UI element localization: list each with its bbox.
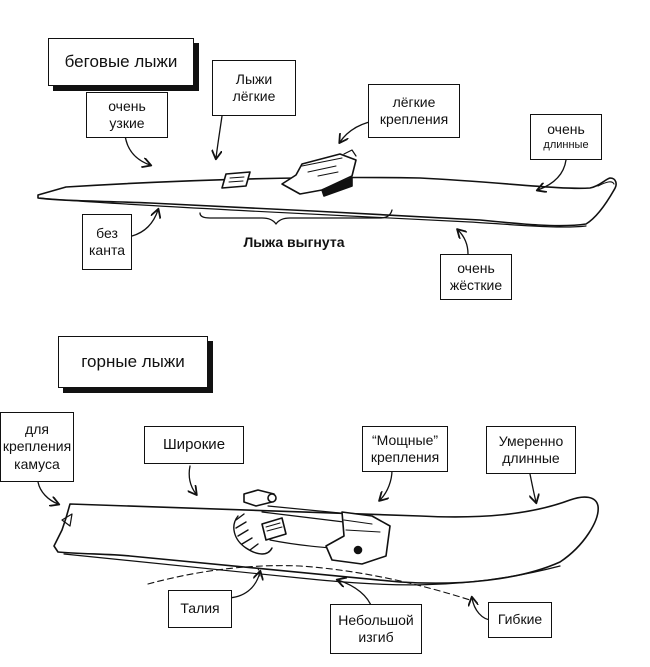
cross-country-ski xyxy=(37,176,617,228)
label-very-stiff-line2: жёсткие xyxy=(449,277,503,293)
arrow-moderate xyxy=(530,473,536,502)
label-flexible: Гибкие xyxy=(488,602,552,638)
label-waist: Талия xyxy=(168,590,232,628)
label-skin-attachment: для крепления камуса xyxy=(0,412,74,482)
label-moderately-long-line2: длинные xyxy=(502,450,560,466)
cross-country-binding xyxy=(281,149,357,197)
title-alpine: горные лыжи xyxy=(58,336,208,388)
arrow-light xyxy=(216,115,223,158)
label-very-narrow-line2: узкие xyxy=(109,115,145,131)
label-very-stiff-line1: очень xyxy=(457,259,495,276)
label-very-stiff: очень жёсткие xyxy=(440,254,512,300)
label-very-long-line2: длинные xyxy=(543,138,589,151)
label-small-bend-line2: изгиб xyxy=(358,629,394,645)
label-wide: Широкие xyxy=(144,426,244,464)
label-very-narrow: очень узкие xyxy=(86,92,168,138)
label-skin-attachment-line1: для xyxy=(25,420,49,437)
label-power-bindings-line1: “Мощные” xyxy=(371,431,439,448)
touring-ski xyxy=(53,496,599,586)
arrow-narrow xyxy=(124,134,150,165)
label-no-edge: без канта xyxy=(82,214,132,270)
arrow-stiff xyxy=(458,230,469,255)
label-no-edge-line2: канта xyxy=(89,242,125,258)
label-skin-attachment-line2: крепления xyxy=(2,438,72,455)
label-very-long: очень длинные xyxy=(530,114,602,160)
label-light-skis-line2: лёгкие xyxy=(232,88,276,104)
arrow-wide xyxy=(189,465,196,494)
label-light-bindings-line1: лёгкие xyxy=(392,93,436,110)
label-small-bend: Небольшой изгиб xyxy=(330,604,422,654)
title-cross-country-text: беговые лыжи xyxy=(64,52,178,72)
label-power-bindings-line2: крепления xyxy=(370,449,440,465)
label-small-bend-line1: Небольшой xyxy=(338,611,414,628)
label-moderately-long-line1: Умеренно xyxy=(498,432,564,449)
label-light-bindings-line2: крепления xyxy=(379,111,449,127)
arrow-long xyxy=(538,159,567,190)
label-light-skis: Лыжи лёгкие xyxy=(212,60,296,116)
label-flexible-text: Гибкие xyxy=(497,611,543,628)
label-no-edge-line1: без xyxy=(96,224,118,241)
label-camber: Лыжа выгнута xyxy=(243,234,345,250)
touring-binding xyxy=(233,489,391,565)
label-waist-text: Талия xyxy=(180,600,220,617)
camber-brace xyxy=(199,209,393,225)
arrow-power xyxy=(380,469,393,500)
label-very-narrow-line1: очень xyxy=(108,97,146,114)
label-skin-attachment-line3: камуса xyxy=(14,455,60,472)
title-cross-country: беговые лыжи xyxy=(48,38,194,86)
label-light-skis-line1: Лыжи xyxy=(235,70,273,87)
label-light-bindings: лёгкие крепления xyxy=(368,84,460,138)
cross-country-toe-plate xyxy=(221,171,251,189)
label-wide-text: Широкие xyxy=(162,435,226,453)
arrow-skin xyxy=(37,481,58,504)
label-very-long-line1: очень xyxy=(547,121,585,138)
label-power-bindings: “Мощные” крепления xyxy=(362,426,448,472)
label-moderately-long: Умеренно длинные xyxy=(486,426,576,474)
arrow-no-edge xyxy=(131,210,158,237)
title-alpine-text: горные лыжи xyxy=(81,352,185,372)
